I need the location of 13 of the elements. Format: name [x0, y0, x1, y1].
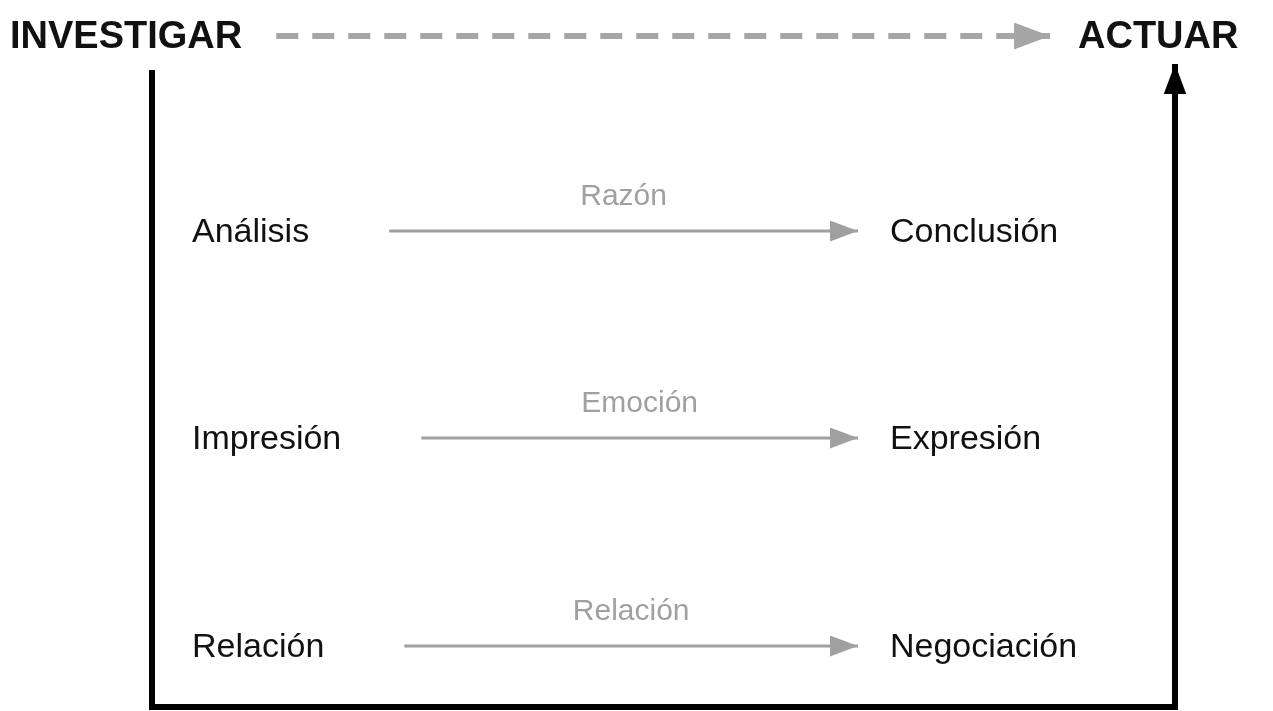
arrow	[149, 64, 1187, 710]
term: Relación	[192, 628, 325, 662]
dashed-arrow	[276, 22, 1050, 50]
term: Conclusión	[890, 213, 1059, 247]
heading: ACTUAR	[1078, 16, 1239, 54]
term: Negociación	[890, 628, 1078, 662]
arrow	[421, 427, 858, 449]
arrow	[404, 635, 858, 657]
term: Análisis	[192, 213, 310, 247]
heading: INVESTIGAR	[10, 16, 243, 54]
arrow	[389, 220, 858, 242]
term: Expresión	[890, 420, 1042, 454]
term: Impresión	[192, 420, 342, 454]
